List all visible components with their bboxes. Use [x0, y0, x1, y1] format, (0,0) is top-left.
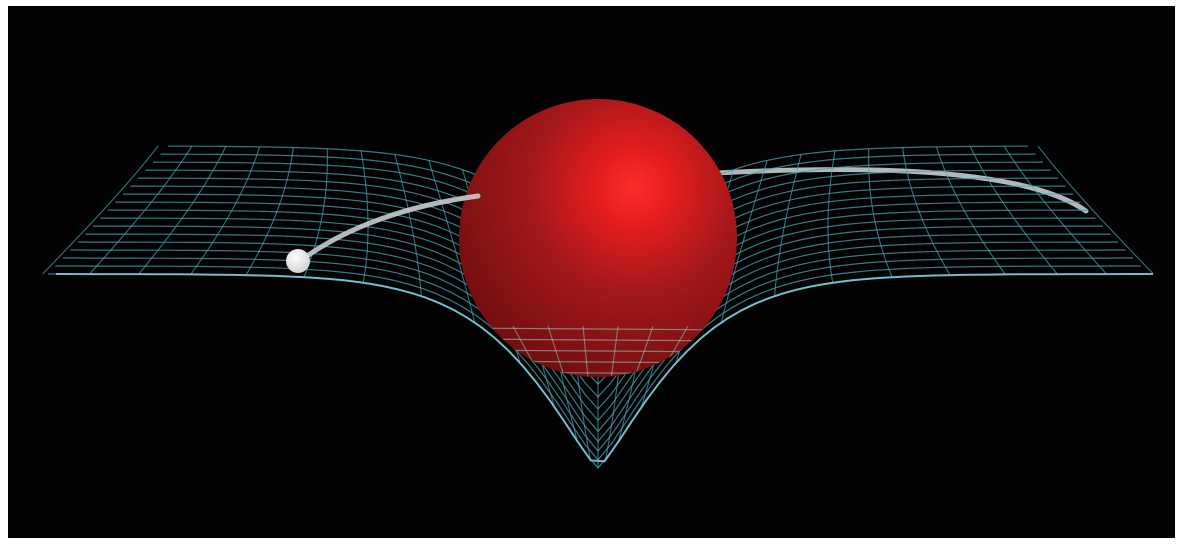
grid-column	[361, 151, 368, 283]
orbiting-body	[286, 249, 310, 273]
gravity-well-scene	[8, 6, 1175, 538]
image-frame	[8, 6, 1175, 538]
massive-sphere	[459, 99, 737, 377]
